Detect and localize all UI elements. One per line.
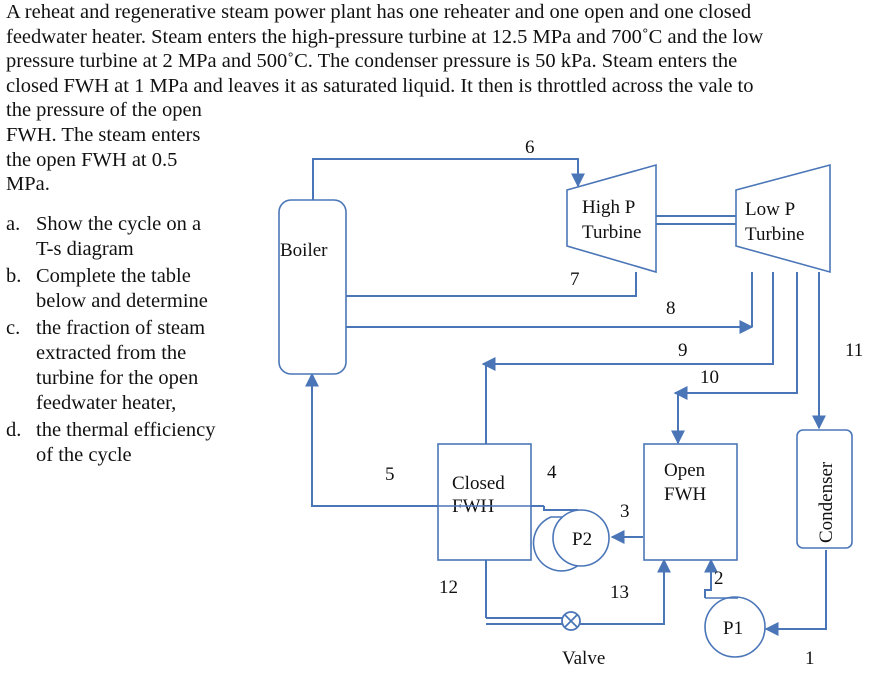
problem-line: the open FWH at 0.5	[6, 148, 178, 171]
boiler-box	[278, 199, 347, 375]
question-letter: d.	[6, 419, 22, 441]
state-label-5: 5	[385, 464, 395, 485]
problem-line: pressure turbine at 2 MPa and 500˚C. The…	[6, 50, 738, 73]
question-text: Complete the table	[36, 265, 191, 287]
state-label-1: 1	[805, 648, 815, 669]
state-label-8: 8	[666, 298, 676, 319]
state-label-11: 11	[845, 340, 863, 361]
question-text: the fraction of steam	[36, 317, 206, 339]
question-text: below and determine	[36, 290, 208, 312]
question-letter: b.	[6, 265, 22, 287]
lp-turbine-label: Turbine	[745, 224, 804, 245]
state-label-3: 3	[620, 501, 630, 522]
state-label-12: 12	[439, 577, 458, 598]
question-text: feedwater heater,	[36, 392, 177, 414]
pump-p2-label: P2	[572, 529, 592, 550]
question-text: of the cycle	[36, 444, 132, 466]
open-fwh-label: Open	[664, 460, 706, 481]
pump-p1-label: P1	[723, 618, 743, 639]
question-d: d. the thermal efficiency of the cycle	[6, 418, 215, 468]
question-letter: a.	[6, 213, 21, 235]
pump-p1-circle	[704, 596, 766, 658]
problem-line: closed FWH at 1 MPa and leaves it as sat…	[6, 74, 754, 97]
question-a: a. Show the cycle on a T-s diagram	[6, 212, 215, 262]
lp-turbine-shape	[735, 163, 831, 274]
lp-turbine-label: Low P	[745, 199, 795, 220]
hp-turbine-label: High P	[582, 197, 635, 218]
line-state-10	[673, 272, 798, 400]
condenser-label: Condenser	[816, 461, 837, 543]
problem-line: the pressure of the open	[6, 99, 202, 122]
state-label-7: 7	[570, 269, 580, 290]
state-label-2: 2	[714, 568, 724, 589]
condenser-box	[796, 429, 853, 549]
line-state-9	[481, 272, 774, 371]
question-list: a. Show the cycle on a T-s diagram b. Co…	[6, 212, 215, 468]
line-state-1	[764, 550, 827, 636]
open-fwh-box	[643, 443, 738, 561]
question-text: the thermal efficiency	[36, 419, 216, 441]
state-label-6: 6	[525, 137, 535, 158]
state-labels: 1 2 3 4 5 6 7 8 9 10 11 12 13	[385, 137, 863, 669]
closed-fwh-label: Closed	[452, 473, 505, 494]
valve-icon	[561, 611, 581, 631]
problem-statement: A reheat and regenerative steam power pl…	[6, 0, 878, 197]
hp-turbine-label: Turbine	[582, 222, 641, 243]
question-letter: c.	[6, 317, 21, 339]
question-text: extracted from the	[36, 342, 187, 364]
boiler-label: Boiler	[280, 240, 328, 261]
state-label-13: 13	[610, 582, 629, 603]
problem-line: FWH. The steam enters	[6, 123, 201, 146]
question-text: turbine for the open	[36, 367, 199, 389]
pump-p2-circle	[552, 509, 610, 567]
state-label-4: 4	[547, 462, 557, 483]
line-state-4	[543, 506, 578, 511]
question-text: Show the cycle on a	[36, 213, 202, 235]
line-state-6	[312, 158, 585, 201]
hp-turbine-shape	[566, 163, 657, 274]
line-reheat	[322, 302, 754, 334]
state-label-10: 10	[700, 367, 719, 388]
problem-line: A reheat and regenerative steam power pl…	[6, 1, 752, 23]
line-state-7	[319, 272, 637, 303]
valve-label: Valve	[562, 648, 605, 669]
closed-fwh-box	[437, 443, 532, 561]
question-b: b. Complete the table below and determin…	[6, 264, 215, 314]
line-state-2	[704, 558, 718, 598]
problem-line: feedwater heater. Steam enters the high-…	[6, 25, 764, 48]
line-state-13	[580, 558, 671, 625]
question-c: c. the fraction of steam extracted from …	[6, 316, 215, 416]
problem-line: MPa.	[6, 173, 50, 196]
question-text: T-s diagram	[36, 238, 134, 260]
open-fwh-label: FWH	[664, 484, 707, 505]
state-label-9: 9	[678, 340, 688, 361]
